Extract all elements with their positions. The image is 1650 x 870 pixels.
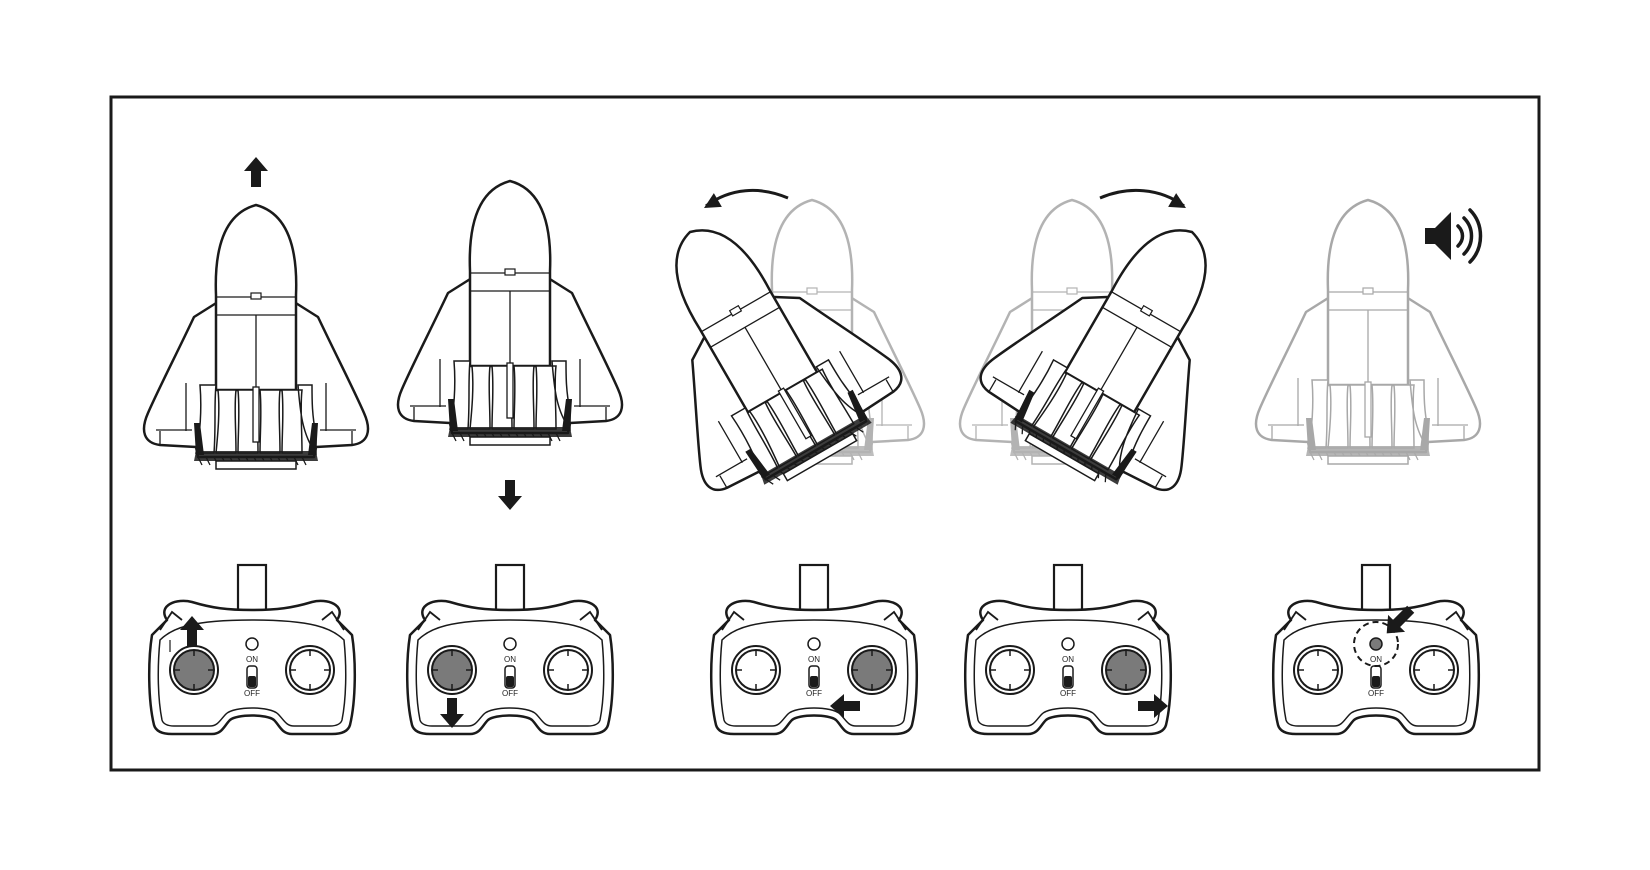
sound-button[interactable] — [503, 637, 517, 651]
stick-up-arrow-icon — [180, 616, 204, 646]
right-joystick[interactable] — [847, 645, 897, 695]
remote-controller: ON OFF — [405, 563, 615, 736]
remote-controller: ON OFF — [1271, 563, 1481, 736]
press-arrow-icon — [1386, 605, 1415, 634]
switch-on-label: ON — [1370, 655, 1382, 664]
shuttle-up — [142, 203, 370, 471]
left-joystick[interactable] — [985, 645, 1035, 695]
switch-off-label: OFF — [1060, 689, 1076, 698]
stick-left-arrow-icon — [830, 694, 860, 718]
switch-on-label: ON — [808, 655, 820, 664]
switch-on-label: ON — [504, 655, 516, 664]
stick-down-arrow-icon — [440, 698, 464, 728]
arrow-down-icon — [498, 480, 522, 510]
controller-row: ON OFF ON OFF ON OFF ON OFF ON OFF — [147, 563, 1481, 736]
left-joystick[interactable] — [427, 645, 477, 695]
power-switch[interactable]: ON OFF — [1368, 655, 1384, 698]
sound-button[interactable] — [1369, 637, 1383, 651]
sound-button[interactable] — [245, 637, 259, 651]
arrow-up-icon — [244, 157, 268, 187]
switch-on-label: ON — [246, 655, 258, 664]
speaker-icon — [1425, 208, 1483, 264]
power-switch[interactable]: ON OFF — [1060, 655, 1076, 698]
shuttle-row — [142, 157, 1483, 518]
left-joystick[interactable] — [731, 645, 781, 695]
left-joystick[interactable] — [1293, 645, 1343, 695]
remote-controller: ON OFF — [709, 563, 919, 736]
right-joystick[interactable] — [543, 645, 593, 695]
sound-button[interactable] — [807, 637, 821, 651]
remote-controller: ON OFF — [147, 563, 357, 736]
remote-controller: ON OFF — [963, 563, 1173, 736]
shuttle-turn-left — [591, 174, 921, 518]
switch-on-label: ON — [1062, 655, 1074, 664]
right-joystick[interactable] — [285, 645, 335, 695]
left-joystick[interactable] — [169, 645, 219, 695]
shuttle-down — [396, 179, 624, 447]
shuttle-turn-right — [961, 174, 1291, 518]
switch-off-label: OFF — [502, 689, 518, 698]
stick-right-arrow-icon — [1138, 694, 1168, 718]
curved-arrow-right-icon — [1099, 188, 1186, 208]
switch-off-label: OFF — [244, 689, 260, 698]
power-switch[interactable]: ON OFF — [244, 655, 260, 698]
right-joystick[interactable] — [1101, 645, 1151, 695]
right-joystick[interactable] — [1409, 645, 1459, 695]
diagram-frame — [109, 95, 1541, 772]
sound-button[interactable] — [1061, 637, 1075, 651]
switch-off-label: OFF — [1368, 689, 1384, 698]
sound-button-highlight — [1353, 621, 1399, 667]
power-switch[interactable]: ON OFF — [806, 655, 822, 698]
switch-off-label: OFF — [806, 689, 822, 698]
power-switch[interactable]: ON OFF — [502, 655, 518, 698]
curved-arrow-left-icon — [704, 188, 789, 208]
